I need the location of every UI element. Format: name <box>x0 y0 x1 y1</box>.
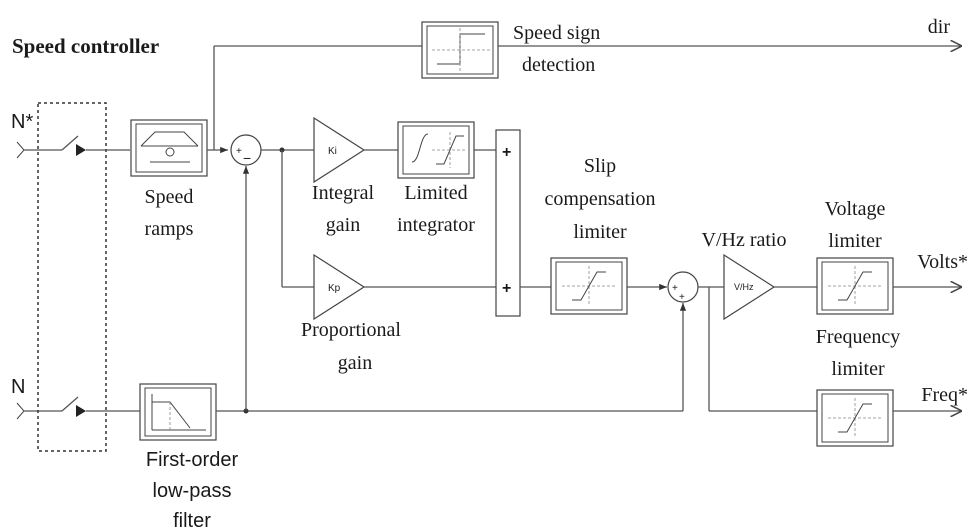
lowpass-label-line1: First-order <box>146 449 239 471</box>
switch-enclosure <box>37 102 107 452</box>
feedback-input-connector <box>16 402 62 420</box>
svg-text:+: + <box>502 280 511 297</box>
volts-output-label: Volts* <box>917 251 968 273</box>
lowpass-label-line2: low-pass <box>153 480 232 502</box>
svg-text:+: + <box>679 292 685 303</box>
speed-sign-detection-block <box>421 21 499 79</box>
svg-text:+: + <box>672 283 678 294</box>
frequency-limiter-label-line1: Frequency <box>816 326 900 348</box>
speed-sign-label-line2: detection <box>522 54 595 76</box>
speed-ramps-block <box>130 119 208 177</box>
slip-limiter-label-line2: compensation <box>544 188 655 210</box>
slip-compensation-limiter-block <box>550 257 628 315</box>
limited-integrator-block <box>397 121 475 179</box>
pi-summing-bar: + + <box>495 129 521 317</box>
reference-input-label: N* <box>11 111 33 133</box>
lowpass-filter-block <box>139 383 217 441</box>
proportional-gain-label-line1: Proportional <box>301 319 401 341</box>
svg-text:V/Hz: V/Hz <box>734 282 754 292</box>
integral-gain-label-line2: gain <box>326 214 360 236</box>
slip-limiter-label-line3: limiter <box>573 221 627 243</box>
speed-error-summing-junction: + − <box>230 134 262 166</box>
feedback-input-label: N <box>11 376 25 398</box>
speed-ramps-label-line2: ramps <box>145 218 194 240</box>
integral-gain-block: Ki <box>313 116 366 184</box>
frequency-limiter-block <box>816 389 894 447</box>
svg-text:−: − <box>243 150 251 166</box>
slip-limiter-label-line1: Slip <box>584 155 616 177</box>
reference-input-connector <box>16 141 62 159</box>
frequency-limiter-label-line2: limiter <box>831 358 885 380</box>
integral-gain-label-line1: Integral <box>312 182 375 204</box>
voltage-limiter-label-line1: Voltage <box>825 198 886 220</box>
vhz-ratio-label: V/Hz ratio <box>702 229 787 251</box>
feedback-switch <box>61 396 140 417</box>
lowpass-label-line3: filter <box>173 510 211 532</box>
voltage-limiter-block <box>816 257 894 315</box>
limited-integrator-label-line1: Limited <box>404 182 467 204</box>
reference-switch <box>61 135 130 156</box>
voltage-limiter-label-line2: limiter <box>828 230 882 252</box>
direction-output-label: dir <box>928 16 951 38</box>
proportional-gain-label-line2: gain <box>338 352 372 374</box>
speed-sign-label-line1: Speed sign <box>513 22 600 44</box>
svg-text:+: + <box>502 144 511 161</box>
vhz-ratio-block: V/Hz <box>723 253 776 321</box>
diagram-title: Speed controller <box>12 34 159 58</box>
speed-ramps-label-line1: Speed <box>145 186 194 208</box>
svg-text:Kp: Kp <box>328 283 341 294</box>
svg-text:+: + <box>236 146 242 157</box>
frequency-summing-junction: + + <box>667 271 699 303</box>
proportional-gain-block: Kp <box>313 253 366 321</box>
limited-integrator-label-line2: integrator <box>397 214 475 236</box>
freq-output-label: Freq* <box>921 384 968 406</box>
svg-text:Ki: Ki <box>328 146 337 157</box>
